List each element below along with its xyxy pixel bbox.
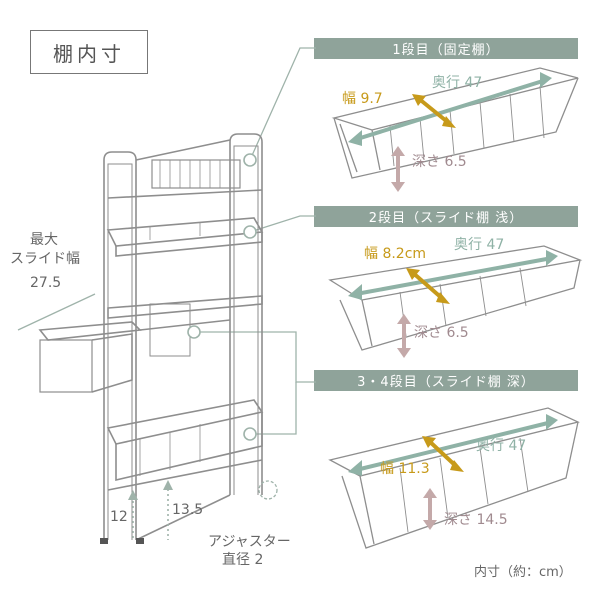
page-title: 棚内寸 bbox=[30, 30, 148, 74]
shelf-1-width-label: 幅 9.7 bbox=[342, 91, 383, 107]
shelf-2-depth-label: 奥行 47 bbox=[454, 237, 505, 253]
shelf-1-heading-text: 1段目（固定棚） bbox=[392, 43, 500, 58]
shelf-1-heading: 1段目（固定棚） bbox=[314, 38, 578, 59]
gap-right-value: 13.5 bbox=[172, 502, 204, 518]
gap-left-value: 12 bbox=[110, 509, 128, 525]
shelf-2-heading-text: 2段目（スライド棚 浅） bbox=[368, 211, 524, 226]
shelf-3-width-label: 幅 11.3 bbox=[380, 461, 430, 477]
shelf-1-deep-label: 深さ 6.5 bbox=[412, 154, 467, 170]
title-text: 棚内寸 bbox=[53, 41, 125, 66]
shelf-1-depth-label: 奥行 47 bbox=[432, 75, 483, 91]
shelf-3-deep-label: 深さ 14.5 bbox=[444, 512, 508, 528]
unit-note: 内寸（約：cm） bbox=[474, 565, 572, 580]
max-slide-label-line1: 最大 bbox=[30, 232, 58, 248]
adjuster-label-line2: 直径 2 bbox=[222, 552, 264, 568]
max-slide-value: 27.5 bbox=[30, 275, 62, 291]
shelf-3-depth-label: 奥行 47 bbox=[476, 438, 527, 454]
max-slide-label-line2: スライド幅 bbox=[10, 251, 80, 267]
adjuster-label-line1: アジャスター bbox=[208, 534, 291, 550]
shelf-2-heading: 2段目（スライド棚 浅） bbox=[314, 206, 578, 227]
shelf-2-width-label: 幅 8.2cm bbox=[364, 246, 427, 262]
shelf-2-deep-label: 深さ 6.5 bbox=[414, 325, 469, 341]
shelf-3-heading: 3・4段目（スライド棚 深） bbox=[314, 370, 578, 391]
shelf-3-heading-text: 3・4段目（スライド棚 深） bbox=[357, 375, 535, 390]
